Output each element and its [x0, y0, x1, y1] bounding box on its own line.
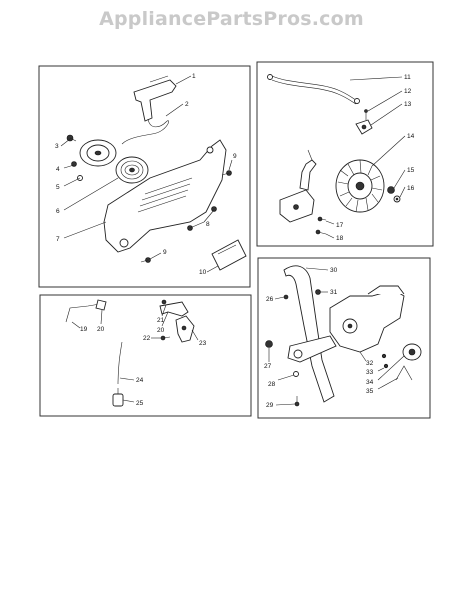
panel-handle-housing: 30 26 31 27 28 29 32 33 34 35 [257, 257, 431, 419]
callout-19: 19 [80, 326, 88, 333]
switch-13[interactable] [355, 119, 373, 135]
spring-35[interactable] [395, 365, 413, 381]
lever-23[interactable] [175, 315, 195, 343]
callout-20a: 20 [97, 326, 105, 333]
callout-23: 23 [199, 340, 207, 347]
callout-30: 30 [330, 267, 338, 274]
screw-26[interactable] [283, 294, 289, 300]
callout-25: 25 [136, 400, 144, 407]
callout-3: 3 [55, 143, 59, 150]
starter-spring[interactable] [115, 156, 149, 184]
screw-12[interactable] [364, 109, 368, 121]
screw-3[interactable] [66, 134, 77, 142]
gear-34[interactable] [402, 343, 422, 361]
screw-32-33[interactable] [381, 353, 389, 369]
panel-ignition: 11 12 13 14 15 16 17 18 [256, 61, 434, 247]
callout-9b: 9 [163, 249, 167, 256]
callout-7: 7 [56, 236, 60, 243]
panel-starter-assembly: 1 2 3 4 5 6 7 8 9 9 10 [38, 65, 251, 288]
callout-2: 2 [185, 101, 189, 108]
engine-housing[interactable] [287, 285, 405, 363]
callout-24: 24 [136, 377, 144, 384]
screw-9b[interactable] [140, 257, 151, 263]
decal-10[interactable] [211, 239, 247, 271]
callout-28: 28 [268, 381, 276, 388]
front-handle-30[interactable] [283, 265, 335, 403]
ignition-module[interactable] [279, 149, 317, 223]
throttle-rod-19[interactable] [65, 299, 107, 323]
callout-18: 18 [336, 235, 344, 242]
callout-20b: 20 [157, 327, 165, 334]
callout-6: 6 [56, 208, 60, 215]
callout-13: 13 [404, 101, 412, 108]
bushing-28[interactable] [293, 371, 299, 377]
callout-4: 4 [56, 166, 60, 173]
starter-pulley[interactable] [79, 139, 117, 167]
callout-29: 29 [266, 402, 274, 409]
callout-15: 15 [407, 167, 415, 174]
screw-18[interactable] [315, 229, 327, 235]
wire-harness[interactable] [267, 74, 360, 105]
starter-rope[interactable] [121, 118, 169, 145]
callout-31: 31 [330, 289, 338, 296]
callout-5: 5 [56, 184, 60, 191]
callout-14: 14 [407, 133, 415, 140]
starter-handle[interactable] [133, 75, 177, 122]
fuel-line-24[interactable] [117, 341, 123, 385]
flywheel[interactable] [335, 159, 385, 213]
callout-9a: 9 [233, 153, 237, 160]
callout-34: 34 [366, 379, 374, 386]
callout-17: 17 [336, 222, 344, 229]
washer-16[interactable] [393, 195, 401, 203]
callout-12: 12 [404, 88, 412, 95]
callout-21: 21 [157, 317, 165, 324]
callout-8: 8 [206, 221, 210, 228]
screw-31[interactable] [315, 289, 321, 295]
callout-10: 10 [199, 269, 207, 276]
callout-27: 27 [264, 363, 272, 370]
screw-9a[interactable] [221, 170, 232, 176]
callout-1: 1 [192, 73, 196, 80]
callout-22: 22 [143, 335, 151, 342]
callout-35: 35 [366, 388, 374, 395]
screw-8[interactable] [187, 206, 217, 231]
nut-15[interactable] [387, 186, 395, 194]
starter-cover[interactable] [103, 139, 227, 253]
watermark-text: AppliancePartsPros.com [99, 8, 364, 30]
callout-33: 33 [366, 369, 374, 376]
screw-27[interactable] [265, 340, 273, 348]
callout-11: 11 [404, 74, 411, 81]
choke-linkage[interactable] [159, 299, 189, 317]
panel-fuel-throttle: 19 20 21 20 22 23 24 25 [39, 294, 252, 417]
screw-17[interactable] [317, 216, 327, 222]
callout-26: 26 [266, 296, 274, 303]
callout-16: 16 [407, 185, 415, 192]
callout-32: 32 [366, 360, 374, 367]
